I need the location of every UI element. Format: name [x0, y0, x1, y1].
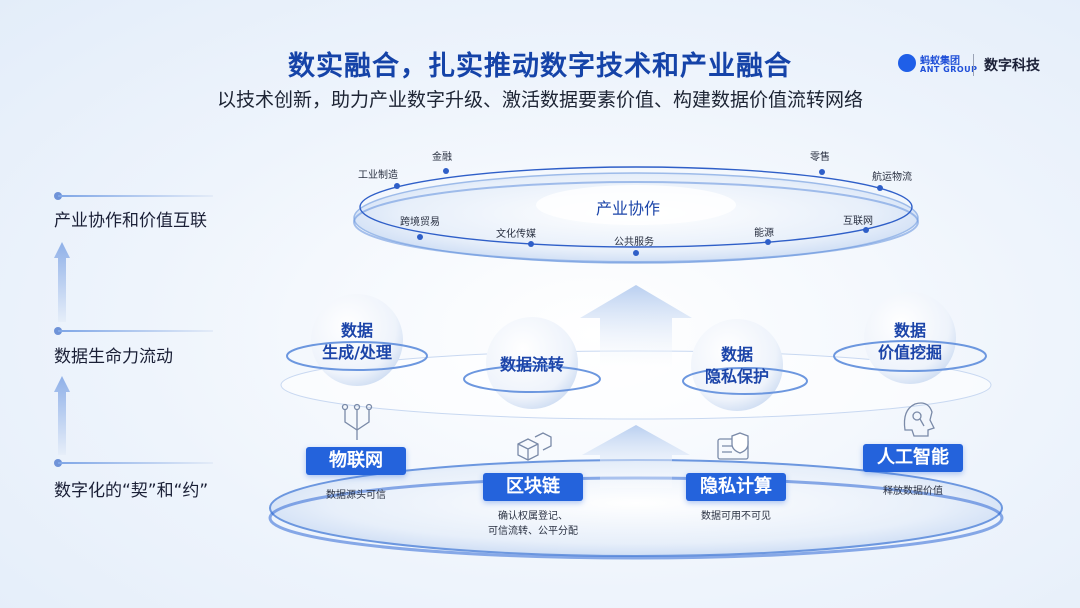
node-dot [633, 250, 639, 256]
node-dot [877, 185, 883, 191]
node-dot [765, 239, 771, 245]
brand-cn: 蚂蚁集团 [920, 56, 960, 67]
node-dot [443, 168, 449, 174]
tech-note-blockchain: 确认权属登记、 可信流转、公平分配 [488, 511, 578, 537]
orb-2 [463, 317, 601, 409]
secure-card-icon [717, 432, 749, 460]
cubes-icon [517, 432, 552, 461]
ring-node-label: 工业制造 [358, 170, 398, 181]
level-line [58, 330, 213, 332]
side-arrow-upper [54, 242, 70, 322]
level-line [58, 195, 213, 197]
ring-node-label: 零售 [810, 152, 830, 163]
tech-box-ai: 人工智能 [863, 444, 963, 472]
tech-box-privacy-computing: 隐私计算 [686, 473, 786, 501]
ai-head-icon [903, 402, 935, 437]
tech-note-privacy-computing: 数据可用不可见 [701, 511, 771, 522]
page-subtitle: 以技术创新，助力产业数字升级、激活数据要素价值、构建数据价值流转网络 [216, 89, 863, 111]
company-logo: 蚂蚁集团 ANT GROUP 数字科技 [898, 50, 1048, 78]
brand-en: ANT GROUP [920, 65, 978, 74]
level-label-top: 产业协作和价值互联 [54, 211, 207, 231]
business-unit: 数字科技 [984, 58, 1040, 74]
node-dot [819, 169, 825, 175]
level-label-middle: 数据生命力流动 [54, 347, 173, 367]
ring-node-label: 跨境贸易 [400, 217, 440, 228]
ring-node-label: 航运物流 [872, 172, 912, 183]
ring-node-label: 文化传媒 [496, 229, 536, 240]
node-dot [394, 183, 400, 189]
tech-box-iot: 物联网 [306, 447, 406, 475]
tech-note-ai: 释放数据价值 [883, 486, 943, 497]
ring-node-label: 互联网 [843, 216, 873, 227]
level-line [58, 462, 213, 464]
orb-4 [833, 292, 987, 384]
ant-logo-icon [898, 54, 916, 72]
side-arrow-lower [54, 376, 70, 455]
node-dot [863, 227, 869, 233]
orb-label-generation: 数据 生成/处理 [322, 321, 392, 362]
orb-label-privacy: 数据 隐私保护 [704, 345, 769, 386]
orb-1 [286, 294, 428, 386]
iot-circuit-icon [341, 403, 373, 440]
ring-node-label: 金融 [432, 152, 452, 163]
industry-ring [359, 166, 913, 248]
tech-box-blockchain: 区块链 [483, 473, 583, 501]
upper-up-arrow [580, 285, 692, 370]
node-dot [417, 234, 423, 240]
orb-label-value: 数据 价值挖掘 [877, 321, 942, 362]
ring-node-label: 能源 [754, 228, 774, 239]
node-dot [528, 241, 534, 247]
page-title: 数实融合，扎实推动数字技术和产业融合 [288, 51, 792, 82]
logo-divider [973, 54, 974, 76]
orb-3 [682, 319, 808, 411]
level-label-bottom: 数字化的“契”和“约” [54, 481, 209, 501]
lower-up-arrow [582, 425, 690, 488]
orb-label-flow: 数据流转 [499, 355, 564, 374]
ring-center-label: 产业协作 [596, 199, 661, 218]
ring-node-label: 公共服务 [614, 237, 654, 248]
tech-note-iot: 数据源头可信 [326, 490, 386, 501]
